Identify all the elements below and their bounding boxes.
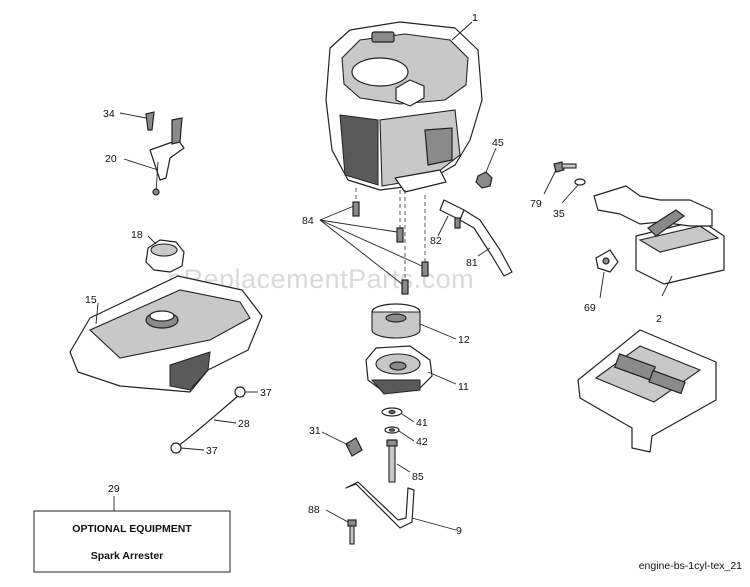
callout-45: 45 <box>492 137 504 149</box>
clutch-bolt[interactable] <box>386 439 398 483</box>
callout-35: 35 <box>553 208 565 220</box>
engine-mount-plate[interactable] <box>577 329 717 453</box>
bracket-bolt[interactable] <box>347 519 357 545</box>
clip[interactable] <box>345 437 363 457</box>
callout-41: 41 <box>416 417 428 429</box>
engine-bolts[interactable] <box>352 188 429 295</box>
throttle-screw[interactable] <box>145 111 155 131</box>
gas-cap[interactable] <box>145 239 185 273</box>
throttle-control[interactable] <box>149 117 185 196</box>
diagram-code: engine-bs-1cyl-tex_21 <box>639 560 742 572</box>
lock-washer[interactable] <box>574 178 586 186</box>
callout-28: 28 <box>238 418 250 430</box>
callout-12: 12 <box>458 334 470 346</box>
optional-equipment-item: Spark Arrester <box>91 550 164 562</box>
muffler-bolt[interactable] <box>553 161 577 173</box>
oil-drain-tube[interactable] <box>459 209 513 277</box>
hose-clamp-upper[interactable] <box>234 386 246 398</box>
optional-equipment-box: OPTIONAL EQUIPMENT Spark Arrester <box>33 510 231 573</box>
callout-20: 20 <box>105 153 117 165</box>
callout-1: 1 <box>472 12 478 24</box>
engine-assembly[interactable] <box>325 21 483 193</box>
callout-37-upper: 37 <box>260 387 272 399</box>
fuel-tank[interactable] <box>69 275 263 393</box>
callout-82: 82 <box>430 235 442 247</box>
exhaust-gasket[interactable] <box>595 249 619 273</box>
hose-clamp-lower[interactable] <box>170 442 182 454</box>
nut[interactable] <box>475 171 493 189</box>
callout-15: 15 <box>85 294 97 306</box>
callout-42: 42 <box>416 436 428 448</box>
callout-69: 69 <box>584 302 596 314</box>
callout-18: 18 <box>131 229 143 241</box>
callout-2: 2 <box>656 313 662 325</box>
washer-41[interactable] <box>381 407 403 417</box>
callout-79: 79 <box>530 198 542 210</box>
washer-42[interactable] <box>384 426 400 434</box>
engine-pulley[interactable] <box>371 303 421 339</box>
callout-37-lower: 37 <box>206 445 218 457</box>
callout-85: 85 <box>412 471 424 483</box>
callout-29: 29 <box>108 483 120 495</box>
fuel-line[interactable] <box>177 395 239 447</box>
callout-34: 34 <box>103 108 115 120</box>
bracket-rod[interactable] <box>345 481 415 529</box>
callout-84: 84 <box>302 215 314 227</box>
callout-labels: 1 2 9 11 12 15 18 20 28 29 31 34 35 37 3… <box>85 12 662 537</box>
callout-11: 11 <box>458 381 469 393</box>
leader-lines <box>95 21 673 531</box>
callout-81: 81 <box>466 257 478 269</box>
callout-9: 9 <box>456 525 462 537</box>
callout-31: 31 <box>309 425 321 437</box>
callout-88: 88 <box>308 504 320 516</box>
pto-clutch[interactable] <box>365 345 433 395</box>
muffler[interactable] <box>593 185 725 285</box>
optional-equipment-title: OPTIONAL EQUIPMENT <box>72 523 192 535</box>
